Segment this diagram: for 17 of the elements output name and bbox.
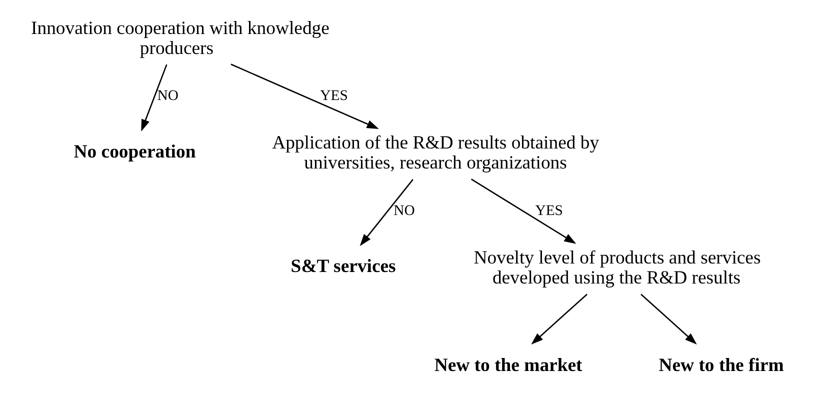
edge-label: YES	[320, 88, 348, 104]
node-text: No cooperation	[74, 141, 196, 162]
arrow	[531, 294, 588, 345]
node-text: S&T services	[290, 256, 396, 278]
edge-label: YES	[535, 202, 563, 219]
arrow	[141, 64, 168, 132]
edge-label: NO	[157, 88, 178, 104]
arrow	[640, 294, 697, 345]
node-text: Application of the R&D results obtained by universities, research organizations	[272, 132, 600, 174]
arrow	[471, 178, 576, 244]
node-text: New to the market	[434, 355, 582, 376]
edge-label: NO	[394, 202, 415, 219]
node-text: New to the firm	[658, 355, 784, 376]
node-text: Innovation cooperation with knowledge producers	[31, 18, 330, 59]
arrow	[230, 64, 379, 129]
node-text: Novelty level of products and services developed using the R&D results	[474, 248, 761, 289]
arrow	[360, 179, 414, 246]
